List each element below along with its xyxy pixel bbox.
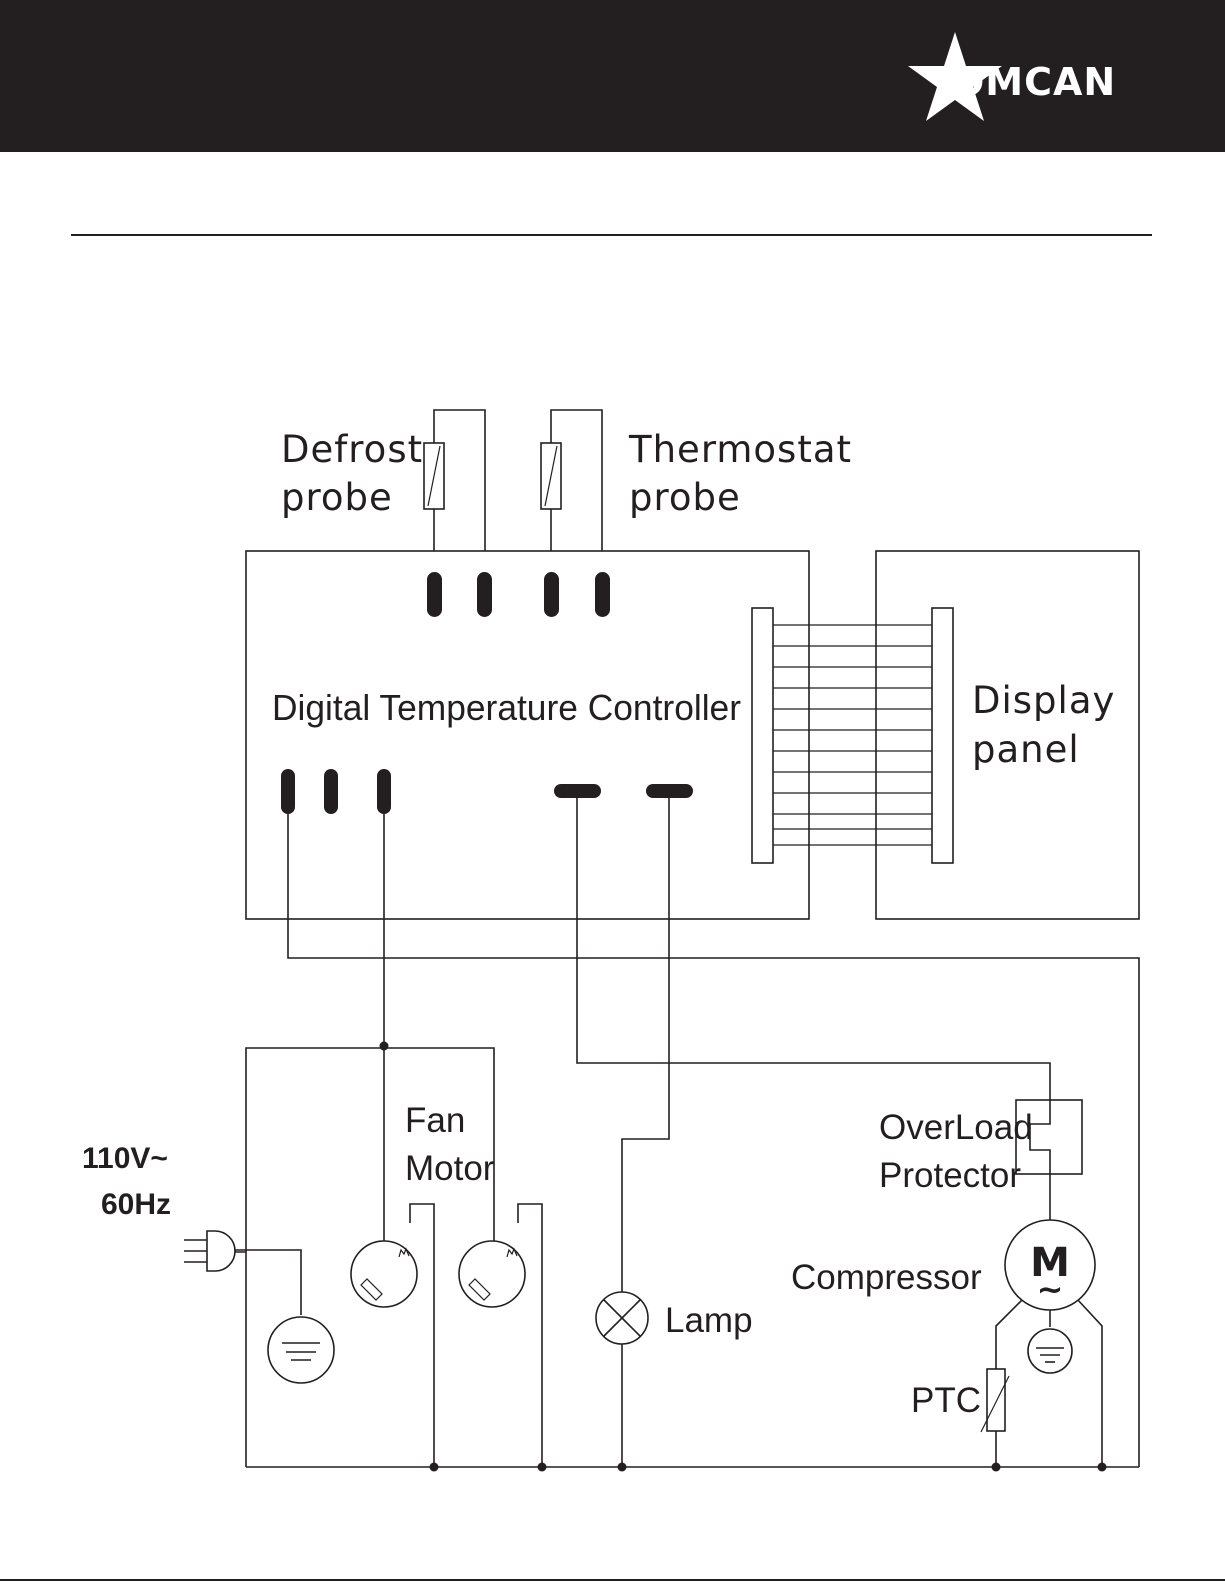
- power-label-2: 60Hz: [101, 1188, 171, 1221]
- motor-ac-symbol: ~: [1037, 1270, 1064, 1308]
- overload-label-1: OverLoad: [879, 1108, 1033, 1147]
- footer-rule: [0, 1579, 1225, 1581]
- power-label-1: 110V~: [82, 1142, 168, 1175]
- fan-motor-label-1: Fan: [405, 1101, 465, 1140]
- thermostat-probe-label-2: probe: [629, 476, 741, 519]
- lamp-icon: [596, 1292, 648, 1344]
- defrost-probe-label-2: probe: [281, 476, 393, 519]
- compressor-ground-icon: [1028, 1329, 1072, 1373]
- display-panel-label-1: Display: [972, 679, 1115, 722]
- overload-label-2: Protector: [879, 1156, 1021, 1195]
- ptc-label: PTC: [911, 1381, 981, 1420]
- power-plug-icon: [184, 1231, 235, 1271]
- controller-label: Digital Temperature Controller: [272, 687, 741, 728]
- display-panel-label-2: panel: [972, 728, 1080, 771]
- ptc-icon: [981, 1369, 1009, 1432]
- compressor-label: Compressor: [791, 1258, 982, 1297]
- defrost-probe-label-1: Defrost: [281, 428, 423, 471]
- fan-motor-1-icon: [351, 1241, 417, 1307]
- fan-motor-2-icon: [459, 1241, 525, 1307]
- lamp-label: Lamp: [665, 1301, 753, 1340]
- thermostat-probe-label-1: Thermostat: [628, 428, 852, 471]
- controller-box: [246, 551, 809, 919]
- compressor-motor-icon: M ~: [1005, 1220, 1095, 1310]
- ground-icon: [268, 1317, 334, 1383]
- fan-motor-label-2: Motor: [405, 1149, 495, 1188]
